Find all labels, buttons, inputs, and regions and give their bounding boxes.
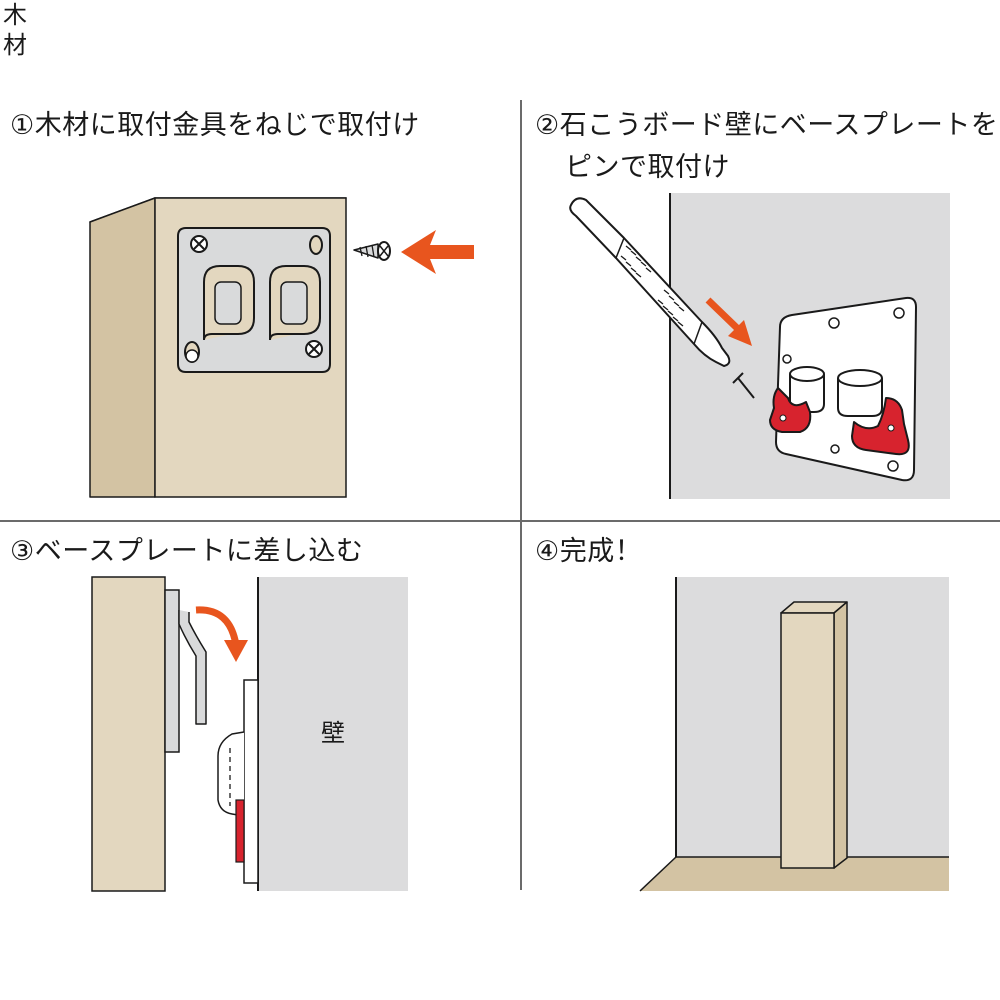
post-front [780,612,835,869]
step1-illustration [89,197,474,498]
plate-hole [830,444,840,454]
wall-panel-side [258,577,408,891]
step3-illustration [91,576,408,892]
post-side [833,601,848,869]
wood-label-char-1: 木 [3,1,27,29]
pin-icon [732,372,755,399]
vertical-divider [520,100,522,890]
step2-title-line1: ②石こうボード壁にベースプレートを [535,110,999,141]
red-clip-left [769,387,812,433]
push-tool-icon [569,197,731,367]
step2-illustration [569,193,950,499]
screw-icon [353,241,391,261]
base-plate-side [243,679,259,884]
arrow-icon [195,606,248,662]
screw-head-top-left [190,235,208,253]
plate-hook-right [837,369,883,417]
wood-block-side [89,197,156,498]
bracket-hook-side [178,610,207,725]
wall-label: 壁 [321,719,345,747]
plate-hole [828,317,840,329]
bracket-slot-right [280,281,308,325]
red-clip-side [235,799,245,863]
wood-block-side-view [91,576,166,892]
step2-title-line2: ピンで取付け [565,152,730,183]
screw-hole-bottom-left [184,341,200,363]
wood-label: 木 材 [0,0,1000,60]
screw-head-bottom-right [305,340,323,358]
step4-title: ④完成！ [535,536,643,567]
red-clip-right [851,397,910,456]
horizontal-divider [0,520,1000,522]
screw-hole-top-right [309,235,323,255]
step4-illustration [639,577,949,892]
floor [640,857,949,891]
bracket-slot-left [214,281,242,325]
wood-label-char-2: 材 [3,31,27,59]
plate-hook-side [217,731,245,817]
step3-title: ③ベースプレートに差し込む [10,536,364,567]
plate-hole [782,354,792,364]
arrow-icon [705,297,752,346]
arrow-icon [401,230,474,274]
plate-hole [887,460,899,472]
plate-hole [893,307,905,319]
step1-title: ①木材に取付金具をねじで取付け [10,110,420,141]
bracket-plate-side [164,589,180,753]
